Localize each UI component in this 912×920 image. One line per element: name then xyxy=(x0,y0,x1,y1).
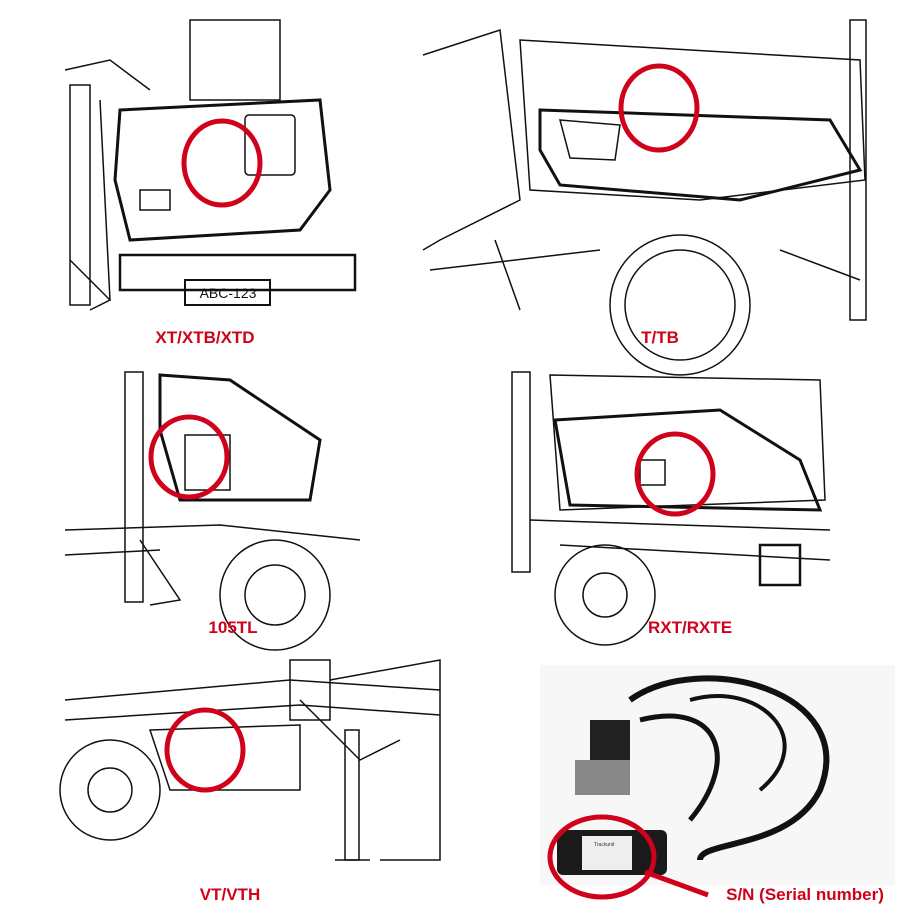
105tl-machine-drawing xyxy=(64,371,361,651)
label-105tl: 105TL xyxy=(208,618,258,637)
license-plate: ABC-123 xyxy=(200,285,257,301)
pointer-line xyxy=(644,869,709,898)
highlight-circle xyxy=(634,431,716,517)
highlight-circle xyxy=(618,63,700,153)
highlight-circle xyxy=(547,814,657,900)
vt-machine-drawing xyxy=(59,659,441,861)
label-xt: XT/XTB/XTD xyxy=(155,328,255,347)
device-brand: Trackunit xyxy=(594,842,615,848)
label-t: T/TB xyxy=(641,328,679,347)
highlight-circle xyxy=(164,707,246,793)
trackunit-device-photo: Trackunit xyxy=(540,665,895,885)
highlight-circles xyxy=(148,63,716,900)
label-serial-number: S/N (Serial number) xyxy=(726,885,884,904)
label-rxt: RXT/RXTE xyxy=(647,618,733,637)
highlight-circle xyxy=(181,118,263,208)
highlight-circle xyxy=(148,414,230,500)
rxt-machine-drawing xyxy=(511,371,831,646)
label-vt: VT/VTH xyxy=(199,885,261,904)
t-machine-drawing xyxy=(422,19,867,376)
xt-machine-drawing: ABC-123 xyxy=(64,19,357,311)
